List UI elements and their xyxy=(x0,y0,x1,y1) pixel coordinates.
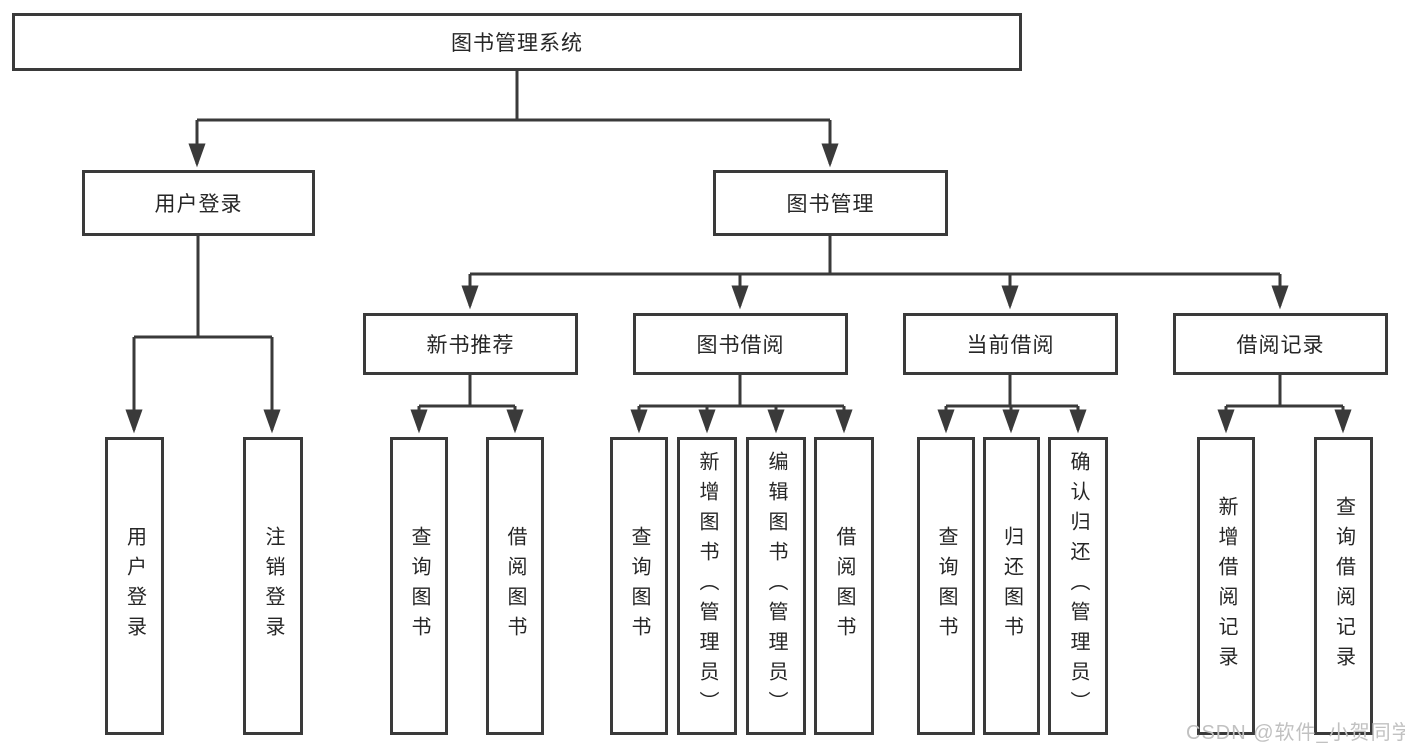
node-user-login-label: 用户登录 xyxy=(154,193,243,216)
node-leaf-edit-book-admin: 编辑图书（管理员） xyxy=(746,437,806,735)
watermark: CSDN @软件_小贺同学 xyxy=(1186,722,1405,744)
node-borrow-records: 借阅记录 xyxy=(1173,313,1388,375)
node-leaf-add-book-admin: 新增图书（管理员） xyxy=(677,437,737,735)
node-book-borrow: 图书借阅 xyxy=(633,313,848,375)
node-new-book-recommend-label: 新书推荐 xyxy=(426,334,515,357)
node-leaf-logout-label: 注销登录 xyxy=(262,526,284,646)
node-leaf-add-borrow-record: 新增借阅记录 xyxy=(1197,437,1255,735)
node-leaf-query-books-1: 查询图书 xyxy=(390,437,448,735)
node-library-system-label: 图书管理系统 xyxy=(451,32,583,55)
node-leaf-borrow-books-2: 借阅图书 xyxy=(814,437,874,735)
node-new-book-recommend: 新书推荐 xyxy=(363,313,578,375)
node-leaf-user-login-label: 用户登录 xyxy=(123,526,146,646)
node-leaf-return-book-label: 归还图书 xyxy=(1000,526,1023,646)
node-borrow-records-label: 借阅记录 xyxy=(1236,334,1325,357)
node-leaf-borrow-books-2-label: 借阅图书 xyxy=(833,526,855,646)
node-current-borrow: 当前借阅 xyxy=(903,313,1118,375)
node-leaf-add-borrow-record-label: 新增借阅记录 xyxy=(1215,496,1237,676)
node-leaf-query-books-2: 查询图书 xyxy=(610,437,668,735)
node-book-management-label: 图书管理 xyxy=(786,193,875,216)
node-user-login: 用户登录 xyxy=(82,170,315,236)
node-leaf-logout: 注销登录 xyxy=(243,437,303,735)
node-leaf-query-books-1-label: 查询图书 xyxy=(408,526,430,646)
node-leaf-query-books-2-label: 查询图书 xyxy=(628,526,650,646)
node-leaf-edit-book-admin-label: 编辑图书（管理员） xyxy=(765,451,787,721)
node-leaf-borrow-books-1-label: 借阅图书 xyxy=(504,526,526,646)
node-leaf-confirm-return-admin: 确认归还（管理员） xyxy=(1048,437,1108,735)
node-leaf-borrow-books-1: 借阅图书 xyxy=(486,437,544,735)
node-library-system: 图书管理系统 xyxy=(12,13,1022,71)
node-book-management: 图书管理 xyxy=(713,170,948,236)
node-book-borrow-label: 图书借阅 xyxy=(696,334,785,357)
node-leaf-confirm-return-admin-label: 确认归还（管理员） xyxy=(1067,451,1089,721)
node-leaf-add-book-admin-label: 新增图书（管理员） xyxy=(696,451,718,721)
node-leaf-query-books-3-label: 查询图书 xyxy=(935,526,957,646)
node-leaf-query-borrow-record: 查询借阅记录 xyxy=(1314,437,1373,735)
node-leaf-user-login: 用户登录 xyxy=(105,437,164,735)
node-leaf-return-book: 归还图书 xyxy=(983,437,1040,735)
node-current-borrow-label: 当前借阅 xyxy=(966,334,1055,357)
node-leaf-query-books-3: 查询图书 xyxy=(917,437,975,735)
node-leaf-query-borrow-record-label: 查询借阅记录 xyxy=(1332,496,1355,676)
